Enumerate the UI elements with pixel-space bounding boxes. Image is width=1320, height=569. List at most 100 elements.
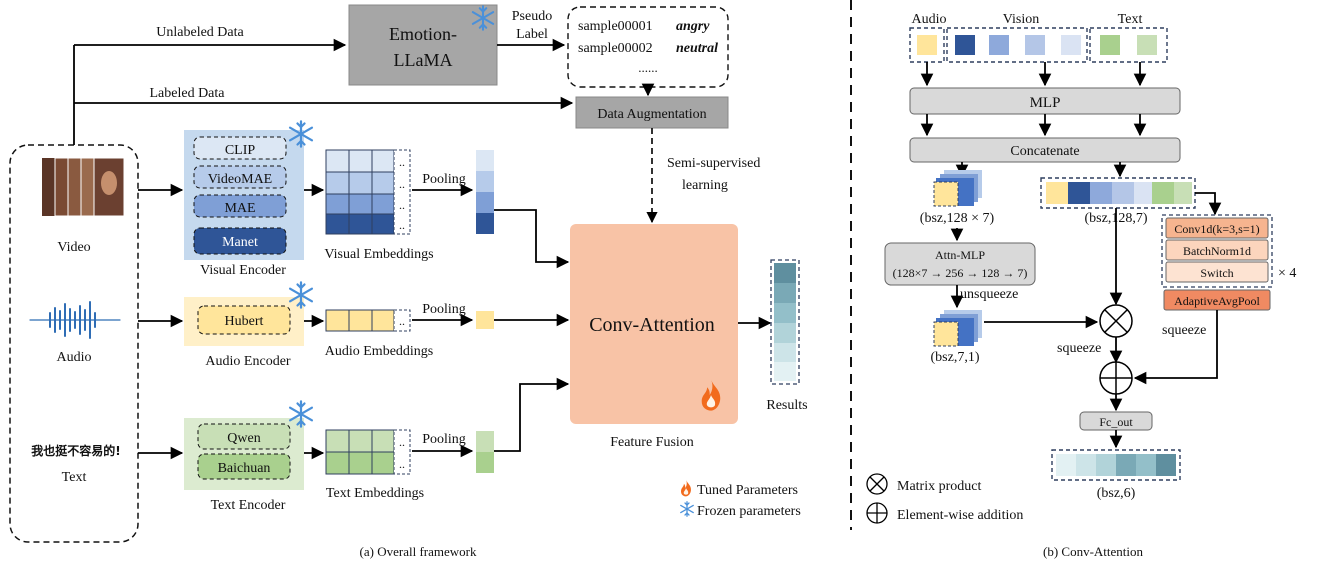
unlabeled-label: Unlabeled Data (156, 25, 244, 40)
adaptive-pool-label: AdaptiveAvgPool (1174, 294, 1260, 308)
repeat-label: × 4 (1278, 266, 1296, 281)
audio-pooled-vector (476, 311, 494, 329)
modality-text: Text (1118, 12, 1143, 27)
svg-text:..: .. (399, 218, 405, 232)
conv1d-label: Conv1d(k=3,s=1) (1174, 222, 1259, 236)
attn-mlp-label-2: (128×7 → 256 → 128 → 7) (893, 266, 1028, 280)
pseudo-label-1: Pseudo (512, 9, 552, 24)
audio-encoder-title: Audio Encoder (205, 354, 290, 369)
results-vector (770, 259, 800, 385)
svg-text:CLIP: CLIP (225, 143, 256, 158)
svg-text:..: .. (399, 314, 405, 328)
svg-text:Manet: Manet (222, 235, 258, 250)
attn-mlp-box (884, 242, 1036, 286)
text-token-2 (1137, 35, 1157, 55)
vision-token-2 (989, 35, 1009, 55)
switch-box (1165, 261, 1269, 283)
svg-text:..: .. (399, 177, 405, 191)
emotion-llama-line1: Emotion- (389, 24, 457, 44)
data-augmentation-box (575, 96, 729, 129)
modality-audio: Audio (912, 12, 947, 27)
text-to-fusion-line (494, 377, 570, 452)
semi-label-1: Semi-supervised (667, 156, 760, 171)
caption-left: (a) Overall framework (360, 544, 477, 559)
attn-mlp-label-1: Attn-MLP (935, 248, 985, 262)
text-embeddings-label: Text Embeddings (326, 486, 424, 501)
concatenate-label: Concatenate (1010, 144, 1079, 159)
text-embeddings-grid: .. .. (325, 429, 411, 475)
legend-frozen-label: Frozen parameters (697, 504, 801, 519)
vision-token-4 (1061, 35, 1081, 55)
visual-embeddings-grid: .. .. .. .. (325, 149, 411, 235)
visual-model-videomae: VideoMAE (193, 165, 287, 189)
text-token-1 (1100, 35, 1120, 55)
vision-token-group (946, 27, 1088, 63)
vision-token-3 (1025, 35, 1045, 55)
svg-text:..: .. (399, 457, 405, 471)
vision-token-1 (955, 35, 975, 55)
svg-text:Qwen: Qwen (227, 431, 260, 446)
conv1d-box (1165, 217, 1269, 239)
fc-out-label: Fc_out (1099, 415, 1133, 429)
visual-pooled-vector (476, 150, 494, 234)
visual-embeddings-label: Visual Embeddings (324, 247, 433, 262)
output-vector (1051, 449, 1181, 481)
text-encoder-title: Text Encoder (211, 498, 286, 513)
legend-matmul-icon (866, 473, 888, 495)
samples-ellipsis: ...... (638, 60, 658, 75)
emotion-llama-line2: LLaMA (394, 50, 453, 70)
text-label: Text (62, 470, 87, 485)
shape-bsz-6: (bsz,6) (1097, 486, 1136, 501)
batchnorm-box (1165, 239, 1269, 261)
legend-tuned-label: Tuned Parameters (697, 483, 798, 498)
shape-bsz-128x7: (bsz,128 × 7) (920, 211, 995, 226)
text-model-baichuan: Baichuan (197, 453, 291, 480)
svg-text:..: .. (399, 198, 405, 212)
visual-model-clip: CLIP (193, 136, 287, 160)
shape-bsz-7-1: (bsz,7,1) (931, 350, 980, 365)
text-token-group (1089, 27, 1168, 63)
switch-label: Switch (1200, 266, 1233, 280)
video-frames (42, 157, 125, 217)
sample-row-1: sample00001 angry (578, 19, 710, 34)
concatenate-box (909, 137, 1181, 163)
svg-text:..: .. (399, 435, 405, 449)
legend-add-icon (866, 502, 888, 524)
semi-label-2: learning (682, 178, 728, 193)
visual-model-mae: MAE (193, 194, 287, 218)
visual-model-manet: Manet (193, 227, 287, 255)
sample-id-2: sample00002 (578, 41, 653, 56)
visual-encoder-title: Visual Encoder (200, 263, 286, 278)
modality-vision: Vision (1003, 12, 1040, 27)
batchnorm-label: BatchNorm1d (1183, 244, 1251, 258)
audio-model-hubert: Hubert (197, 305, 291, 335)
audio-token (917, 35, 937, 55)
svg-text:VideoMAE: VideoMAE (208, 172, 272, 187)
text-pooled-vector (476, 431, 494, 473)
legend-snow-icon (680, 501, 694, 517)
audio-waveform (29, 301, 121, 339)
sample-id-1: sample00001 (578, 19, 653, 34)
pseudo-samples-box (567, 6, 729, 88)
pseudo-label-2: Label (516, 27, 548, 42)
visual-pooling-label: Pooling (422, 172, 466, 187)
feature-fusion-caption: Feature Fusion (610, 435, 694, 450)
labeled-label: Labeled Data (149, 86, 225, 101)
sequence-tokens (1040, 177, 1196, 209)
attention-weights-stack (933, 310, 982, 347)
svg-text:Baichuan: Baichuan (218, 461, 271, 476)
results-label: Results (766, 398, 807, 413)
caption-right: (b) Conv-Attention (1043, 544, 1144, 559)
legend-matmul-label: Matrix product (897, 479, 981, 494)
audio-pooling-label: Pooling (422, 302, 466, 317)
svg-text:..: .. (399, 155, 405, 169)
matrix-product-op (1099, 304, 1133, 338)
squeeze-left-label: squeeze (1057, 341, 1101, 356)
video-label: Video (57, 240, 90, 255)
svg-text:Hubert: Hubert (225, 314, 264, 329)
audio-embeddings-label: Audio Embeddings (325, 344, 434, 359)
sample-label-2: neutral (676, 41, 718, 56)
emotion-llama-box (348, 4, 498, 86)
legend-fire-icon (680, 479, 691, 497)
data-augmentation-label: Data Augmentation (597, 107, 706, 122)
